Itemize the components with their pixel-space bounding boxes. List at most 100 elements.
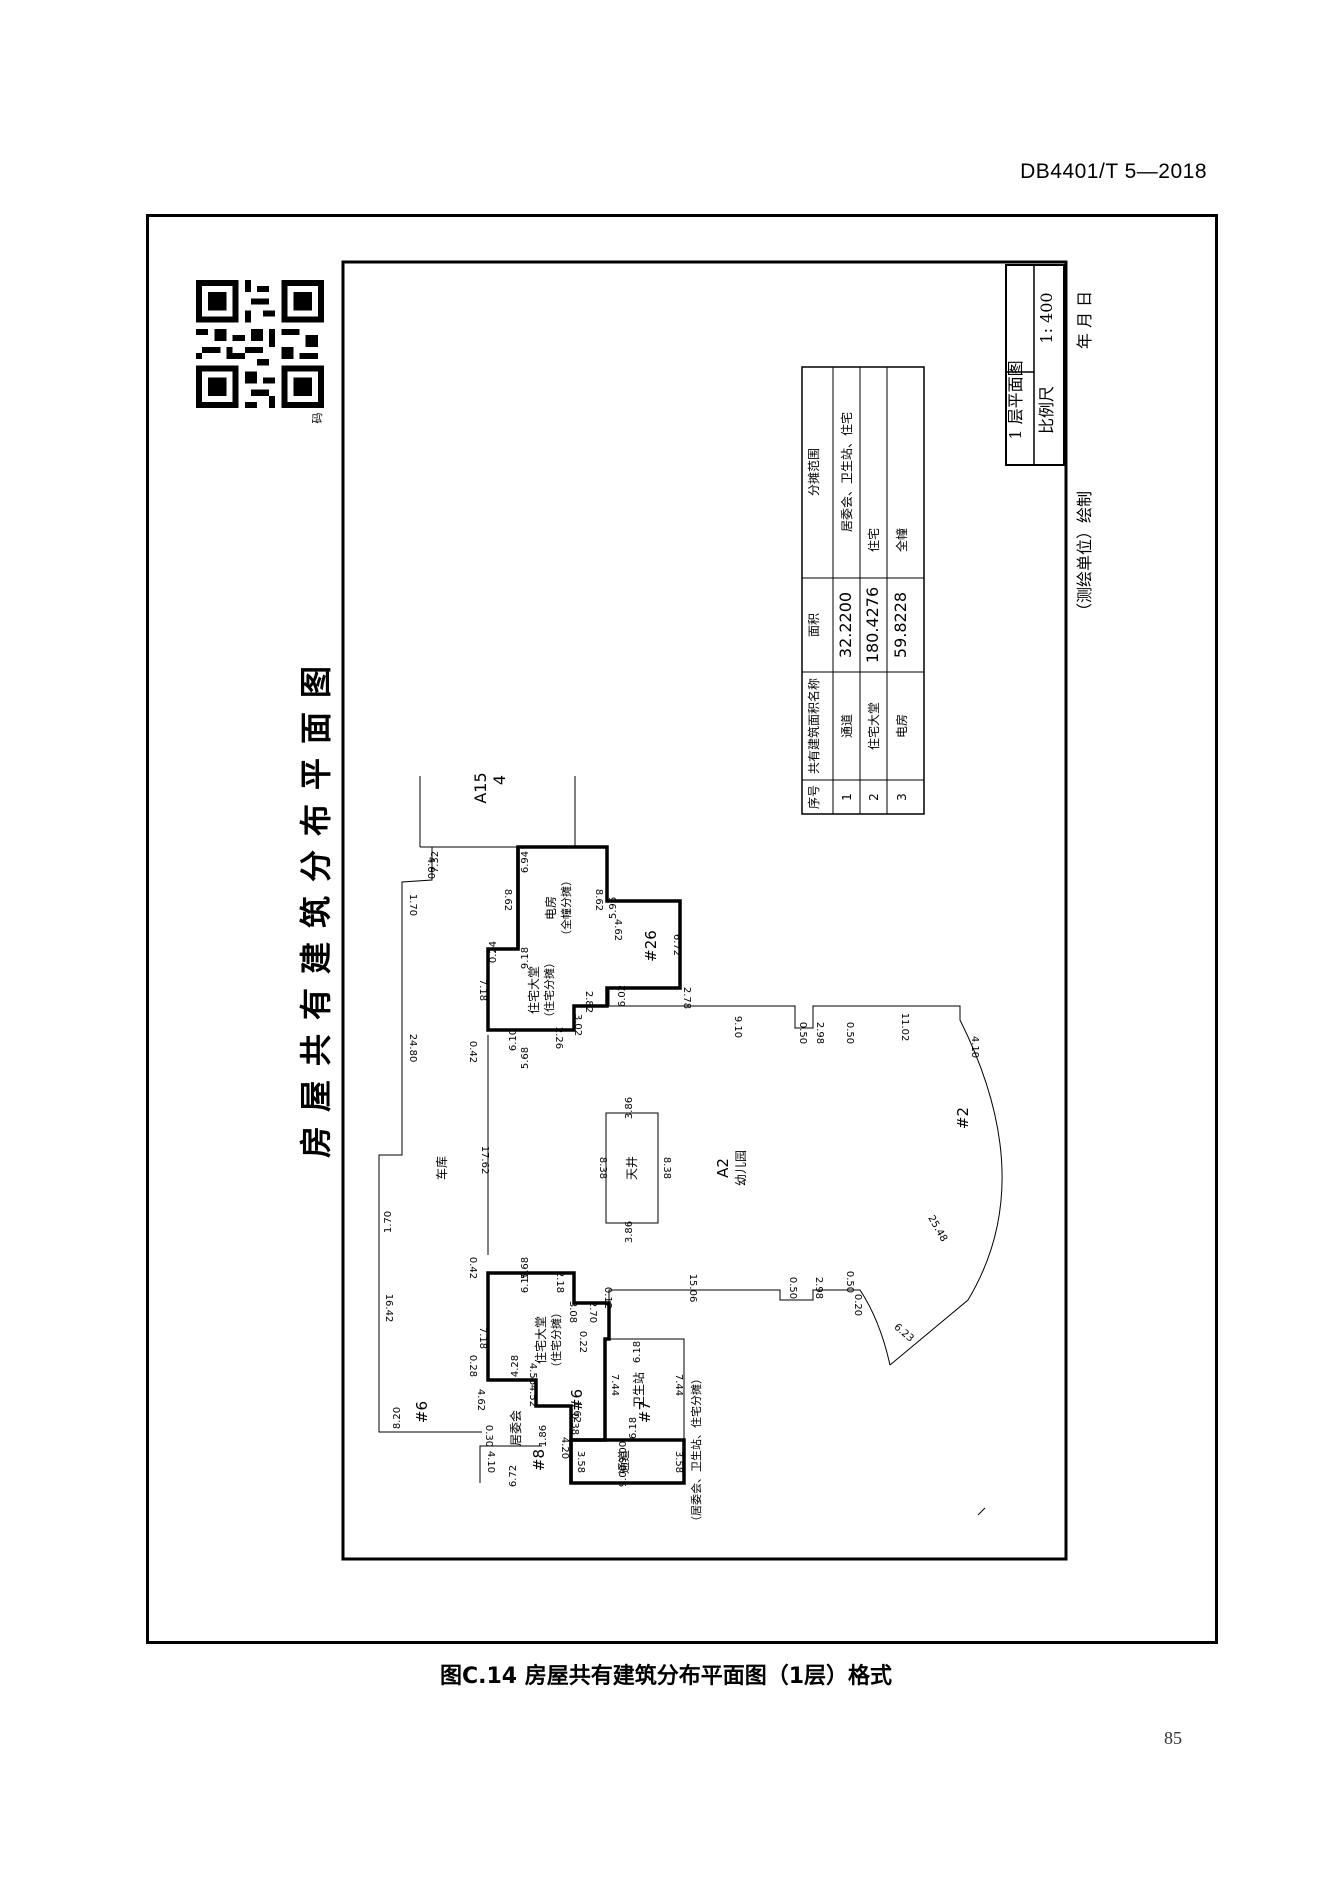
- dim-label: 16.42: [383, 1294, 394, 1323]
- lobby-label-bottom: 住宅大堂: [533, 1316, 548, 1364]
- dim-label: 7.18: [477, 979, 488, 1001]
- standard-code: DB4401/T 5—2018: [1020, 160, 1207, 183]
- table-cell: 180.4276: [863, 587, 882, 663]
- dim-label: 5.68: [520, 1257, 531, 1279]
- inner-frame: [341, 260, 1068, 1561]
- a15-block: [419, 776, 576, 848]
- dim-label: 0.42: [467, 1041, 478, 1063]
- dim-label: 0.24: [488, 941, 499, 963]
- surveyor-label: （测绘单位）绘制: [1075, 491, 1094, 619]
- dim-label: 4.62: [475, 1389, 486, 1411]
- dim-label: 4.00: [425, 857, 436, 879]
- dim-label: 9.00: [618, 1441, 629, 1463]
- table-cell: 住宅: [866, 528, 881, 552]
- dim-label: 0.50: [797, 1022, 808, 1044]
- dim-label: 8.20: [392, 1407, 403, 1429]
- a15-label: A15: [471, 772, 490, 803]
- table-cell: 59.8228: [891, 592, 910, 658]
- dim-label: 7.32: [430, 851, 441, 873]
- dim-label: 8.38: [661, 1157, 672, 1179]
- dim-label: 6.18: [632, 1341, 643, 1363]
- dim-label: 3.58: [575, 1451, 586, 1473]
- a15-num: 4: [490, 775, 509, 785]
- dim-label: 0.28: [467, 1355, 478, 1377]
- committee-label: 居委会: [509, 1410, 523, 1446]
- dim-label: 0.20: [852, 1294, 863, 1316]
- dim-label: 24.80: [407, 1034, 418, 1063]
- dimension-labels: 7.32 4.00 1.70 24.80 6.94 8.62 8.62 5.96…: [383, 851, 980, 1487]
- dim-label: 8.38: [597, 1157, 608, 1179]
- garage-label: 车库: [434, 1156, 449, 1180]
- dim-label: 1.62: [571, 1401, 582, 1423]
- dim-label: 15.06: [687, 1274, 698, 1303]
- dim-label: 6.10: [520, 1271, 531, 1293]
- room-labels: 电房 （全幢分摊） 住宅大堂 （住宅分摊） 住宅大堂 （住宅分摊） 卫生站 居委…: [413, 875, 972, 1527]
- dim-label: 1.70: [383, 1211, 394, 1233]
- dim-label: 2.18: [554, 1271, 565, 1293]
- table-header-0: 序号: [806, 785, 821, 809]
- dim-label: 2.82: [583, 991, 594, 1013]
- skywell-label: 天井: [625, 1156, 639, 1180]
- dim-label: 6.18: [628, 1417, 639, 1439]
- shared-parcels: [486, 845, 686, 1485]
- dim-label: 7.44: [673, 1374, 684, 1396]
- building-6a-label: #6: [413, 1401, 431, 1423]
- dim-label: 6.10: [508, 1029, 519, 1051]
- dim-label: 2.26: [553, 1027, 564, 1049]
- dim-label: 2.98: [814, 1022, 825, 1044]
- table-header-1: 共有建筑面积名称: [806, 678, 821, 774]
- building-2-label: #2: [954, 1107, 972, 1129]
- dim-label: 4.28: [510, 1355, 521, 1377]
- qr-note: 码: [311, 413, 324, 424]
- dim-label: 4.10: [485, 1451, 496, 1473]
- dim-label: 0.50: [844, 1271, 855, 1293]
- building-26-label: #26: [642, 930, 660, 962]
- dim-label: 0.12: [602, 1287, 613, 1309]
- dim-label: 0.30: [483, 1425, 494, 1447]
- date-label: 年 月 日: [1075, 291, 1094, 349]
- kindergarten-label: 幼儿园: [734, 1150, 748, 1186]
- table-header-2: 面积: [807, 613, 821, 637]
- dim-label: 8.62: [502, 889, 513, 911]
- dim-label: 6.94: [520, 851, 531, 873]
- table-cell: 通道: [840, 714, 854, 738]
- table-cell: 3: [895, 793, 909, 801]
- dim-label: 5.68: [520, 1047, 531, 1069]
- title-block: 1 层平面图 比例尺 1: 400 年 月 日 （测绘单位）绘制: [1005, 264, 1094, 619]
- lobby-scope-top: （住宅分摊）: [542, 957, 556, 1023]
- passage-scope-label: （居委会、卫生站、住宅分摊）: [689, 1373, 703, 1527]
- dim-label: 3.58: [673, 1451, 684, 1473]
- dim-label: 0.50: [787, 1277, 798, 1299]
- dim-label: 2.78: [681, 987, 692, 1009]
- dim-label: 0.22: [577, 1331, 588, 1353]
- table-cell: 32.2200: [836, 592, 855, 658]
- dim-label: 0.42: [467, 1257, 478, 1279]
- dim-label: 1.86: [538, 1425, 549, 1447]
- dim-label: 9.00: [618, 1465, 629, 1487]
- dim-label: 7.18: [477, 1327, 488, 1349]
- dim-label: 4.52: [527, 1385, 538, 1407]
- dim-label: 7.44: [609, 1374, 620, 1396]
- building-6b-label: #6: [568, 1389, 586, 1411]
- dim-label: 6.23: [892, 1322, 916, 1345]
- dim-label: 2.70: [587, 1301, 598, 1323]
- dim-label: 17.62: [479, 1146, 490, 1175]
- lobby-scope-bottom: （住宅分摊）: [549, 1307, 563, 1373]
- dim-label: 6.72: [508, 1465, 519, 1487]
- table-cell: 居委会、卫生站、住宅: [839, 412, 854, 532]
- table-cell: 住宅大堂: [866, 702, 881, 750]
- table-cell: 1: [840, 793, 854, 801]
- page-number: 85: [1164, 1728, 1182, 1748]
- scale-value: 1: 400: [1037, 292, 1056, 343]
- dim-label: 0.38: [569, 1413, 580, 1435]
- sheet-frame: [146, 214, 1218, 1644]
- table-header-3: 分摊范围: [807, 448, 821, 496]
- dim-label: 6.02: [617, 985, 628, 1007]
- figure-caption: 图C.14 房屋共有建筑分布平面图（1层）格式: [439, 1664, 893, 1689]
- table-cell: 电房: [894, 714, 909, 738]
- dim-label: 4.10: [969, 1036, 980, 1058]
- dim-label: 4.20: [559, 1437, 570, 1459]
- dim-label: 3.02: [572, 1014, 583, 1036]
- dim-label: 9.18: [520, 947, 531, 969]
